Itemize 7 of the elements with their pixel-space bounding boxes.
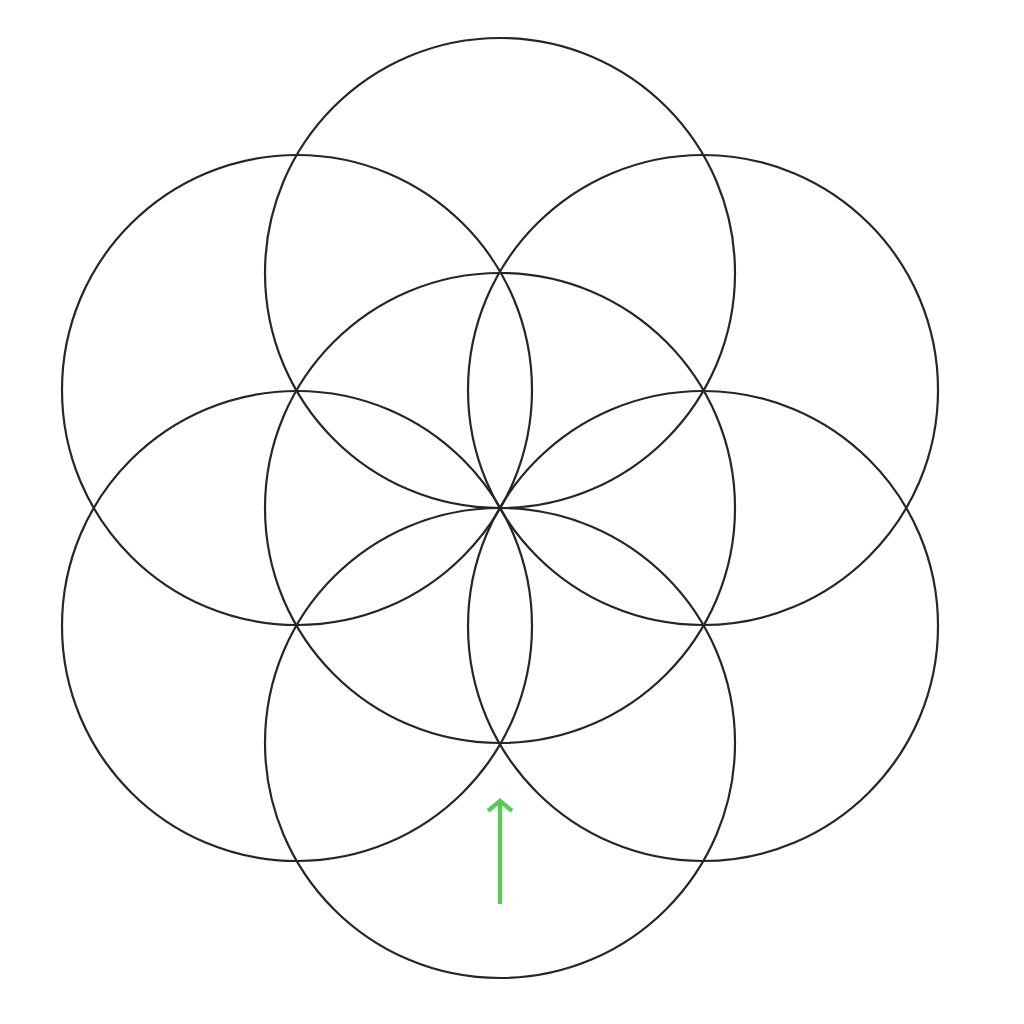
circle xyxy=(466,153,940,627)
circle xyxy=(263,271,737,745)
circle xyxy=(263,36,737,510)
circle xyxy=(263,506,737,980)
circle xyxy=(60,389,534,863)
circle xyxy=(60,153,534,627)
circle xyxy=(466,389,940,863)
